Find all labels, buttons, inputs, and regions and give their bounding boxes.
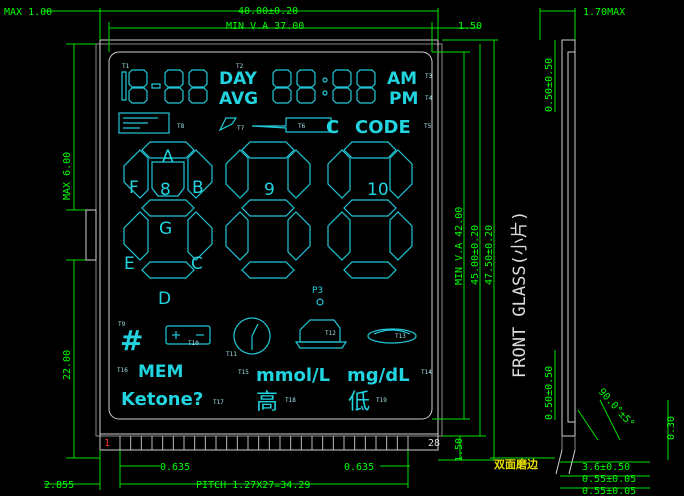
seg-9: 9 bbox=[264, 180, 275, 200]
drop-icon bbox=[218, 117, 238, 132]
pin-last-label: 28 bbox=[428, 438, 440, 449]
seg-g: G bbox=[159, 219, 172, 239]
tag-t2: T2 bbox=[236, 63, 244, 70]
tag-t4: T4 bbox=[425, 95, 433, 102]
dim-thickness: 1.70MAX bbox=[583, 7, 625, 18]
pin-strip bbox=[119, 436, 409, 450]
tag-t5: T5 bbox=[424, 123, 432, 130]
low-label: 低 bbox=[348, 390, 370, 415]
tag-t1: T1 bbox=[122, 63, 130, 70]
dim-pitch-right: 0.635 bbox=[344, 462, 374, 473]
pm-label: PM bbox=[389, 89, 418, 109]
seg-b: B bbox=[192, 178, 204, 198]
mem-label: MEM bbox=[138, 362, 183, 382]
ketone-label: Ketone? bbox=[121, 389, 203, 410]
seg-c: C bbox=[191, 254, 203, 274]
dimension-lines bbox=[44, 8, 669, 490]
dim-top-margin: 0.50±0.50 bbox=[544, 58, 555, 112]
dim-max-height: MAX 6.00 bbox=[62, 152, 73, 200]
tag-t17: T17 bbox=[213, 399, 224, 406]
c-unit-label: C bbox=[326, 117, 339, 138]
seg-e: E bbox=[124, 254, 135, 274]
dim-min-va-width: MIN V.A 37.00 bbox=[226, 21, 304, 32]
thermometer-icon bbox=[251, 117, 332, 133]
dim-tol-1: 0.55±0.05 bbox=[582, 474, 636, 485]
big-digit-3 bbox=[327, 141, 413, 279]
dim-width-total: 40.00±0.20 bbox=[238, 6, 298, 17]
segment-tags: T1 T2 T3 T4 T5 T6 T7 T8 T9 T10 T11 T12 T… bbox=[117, 63, 433, 406]
p3-label: P3 bbox=[312, 286, 323, 296]
dim-tol-2: 0.55±0.05 bbox=[582, 486, 636, 496]
tag-t14: T14 bbox=[421, 369, 432, 376]
big-digit-1 bbox=[123, 141, 213, 279]
seg-8: 8 bbox=[160, 180, 171, 200]
second-row-icons: C CODE bbox=[118, 112, 411, 138]
dim-height-47: 47.50±0.20 bbox=[484, 225, 495, 285]
tag-t3: T3 bbox=[425, 73, 433, 80]
mmol-label: mmol/L bbox=[256, 365, 330, 386]
pin-first-label: 1 bbox=[104, 438, 110, 449]
avg-label: AVG bbox=[219, 89, 258, 109]
code-label: CODE bbox=[355, 117, 411, 138]
front-glass-label: FRONT GLASS(小片) bbox=[510, 211, 530, 378]
high-label: 高 bbox=[256, 390, 278, 415]
big-digit-2 bbox=[225, 141, 311, 279]
seg-a: A bbox=[162, 147, 174, 167]
meal-icon bbox=[294, 319, 348, 349]
seg-d: D bbox=[158, 289, 171, 309]
dim-max-left: MAX 1.00 bbox=[4, 7, 52, 18]
tag-t8: T8 bbox=[177, 123, 185, 130]
dim-22: 22.00 bbox=[62, 350, 73, 380]
dim-bottom-margin: 0.50±0.50 bbox=[544, 366, 555, 420]
tag-t6: T6 bbox=[298, 123, 306, 130]
tag-t12: T12 bbox=[325, 330, 336, 337]
tag-t7: T7 bbox=[237, 125, 245, 132]
dim-min-va-height: MIN V.A 42.00 bbox=[454, 207, 465, 285]
tag-t16: T16 bbox=[117, 367, 128, 374]
dim-bottom-1-50: 1.50 bbox=[454, 438, 465, 462]
side-view bbox=[85, 39, 621, 475]
day-label: DAY bbox=[219, 69, 258, 89]
dim-height-45: 45.00±0.20 bbox=[470, 225, 481, 285]
dim-pitch-left: 0.635 bbox=[160, 462, 190, 473]
double-side-grind-label: 双面磨边 bbox=[494, 457, 539, 471]
mgdl-label: mg/dL bbox=[347, 365, 410, 386]
tag-t19: T19 bbox=[376, 397, 387, 404]
tag-t13: T13 bbox=[395, 333, 406, 340]
tag-t11: T11 bbox=[226, 351, 237, 358]
dim-0-30: 0.30 bbox=[666, 416, 677, 440]
tag-t10: T10 bbox=[188, 340, 199, 347]
top-row-digits: DAY AVG AM PM bbox=[121, 69, 418, 109]
tag-t18: T18 bbox=[285, 397, 296, 404]
tag-t9: T9 bbox=[118, 321, 126, 328]
plate-icon bbox=[367, 328, 417, 344]
dim-pitch: PITCH 1.27X27=34.29 bbox=[196, 480, 310, 491]
tag-t15: T15 bbox=[238, 369, 249, 376]
hash-icon: # bbox=[120, 324, 143, 357]
icon-row: # bbox=[120, 317, 417, 357]
dim-right-gap: 1.50 bbox=[458, 21, 482, 32]
seg-f: F bbox=[129, 178, 139, 198]
seg-10: 10 bbox=[367, 180, 389, 200]
dim-pin-length: 3.6±0.50 bbox=[582, 462, 630, 473]
clock-icon bbox=[233, 317, 271, 355]
dim-angle: 90.0°±5° bbox=[596, 387, 636, 430]
dim-left-offset: 2.855 bbox=[44, 480, 74, 491]
battery-icon bbox=[165, 325, 211, 345]
am-label: AM bbox=[387, 69, 417, 89]
